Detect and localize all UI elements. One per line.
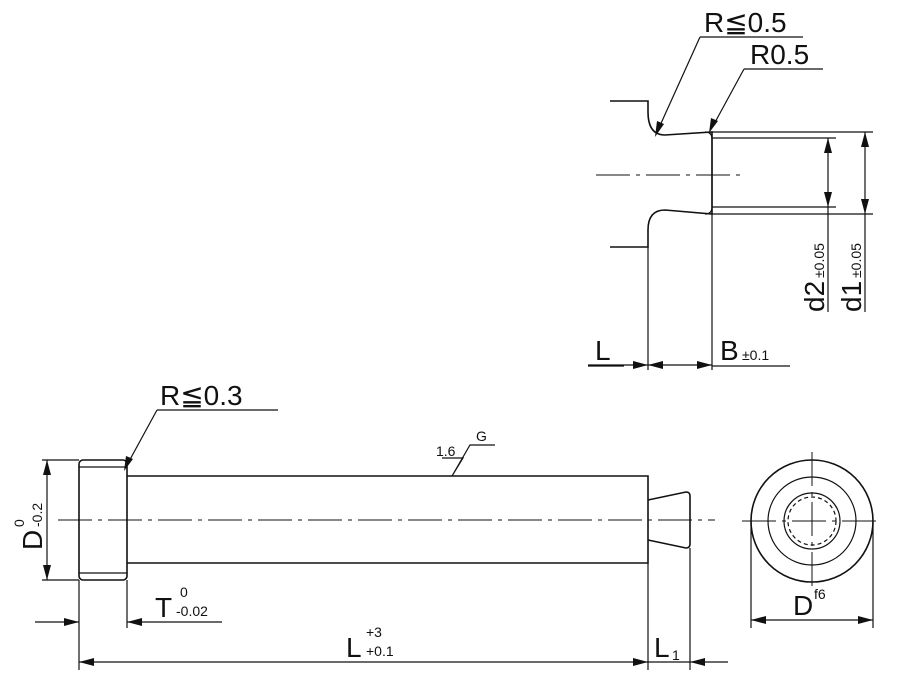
- Df6-tolerance-class: f6: [814, 586, 826, 602]
- r-le-03-arrow: [124, 456, 133, 471]
- detail-d1-label: d1: [836, 281, 867, 312]
- L-arrow-right: [633, 658, 648, 666]
- Df6-arrow-right: [858, 616, 873, 624]
- r-le-03-leader-diag: [126, 409, 158, 466]
- r-le-03-label: R≦0.3: [160, 380, 243, 411]
- tip-detail-view: L B ±0.1 d2 ±0.05 d1 ±0.05 R≦0.5 R0.5: [588, 7, 873, 370]
- r05-arrow: [709, 118, 718, 133]
- roughness-symbol: [442, 444, 495, 477]
- L-tolerance-upper: +3: [366, 624, 382, 640]
- detail-d2-arrow-top: [824, 138, 832, 153]
- D-arrow-bottom: [43, 565, 51, 580]
- L1-label: L: [654, 632, 670, 663]
- D-label: D: [17, 530, 48, 550]
- detail-B-label: B: [720, 335, 739, 366]
- detail-L-arrow: [633, 361, 648, 369]
- T-arrow-left: [64, 618, 79, 626]
- detail-tip-round: [704, 131, 713, 215]
- D-arrow-top: [43, 460, 51, 475]
- detail-d2-tolerance: ±0.05: [811, 243, 827, 278]
- L-arrow-left: [79, 658, 94, 666]
- roughness-mark: G: [476, 428, 487, 444]
- end-view: D f6: [742, 452, 882, 628]
- Df6-arrow-left: [751, 616, 766, 624]
- L1-arrow: [690, 658, 705, 666]
- r-le-05-leader-diag: [657, 36, 701, 131]
- r-le-05-label: R≦0.5: [704, 7, 787, 38]
- detail-d2-label: d2: [799, 281, 830, 312]
- detail-d1-arrow-top: [861, 132, 869, 147]
- main-side-view: R≦0.3 1.6 G D 0 -0.2 T 0 -0.02 L +3 +0.1: [11, 380, 728, 670]
- T-label: T: [155, 592, 172, 623]
- detail-B-tolerance: ±0.1: [742, 347, 769, 363]
- detail-L-label: L: [595, 335, 611, 366]
- L1-subscript: 1: [672, 647, 680, 663]
- D-tolerance-upper: 0: [11, 519, 27, 527]
- r05-leader-diag: [712, 68, 745, 127]
- T-tolerance-lower: -0.02: [176, 603, 208, 619]
- D-tolerance-lower: -0.2: [29, 503, 45, 527]
- detail-B-arrow-left: [648, 361, 663, 369]
- roughness-value: 1.6: [436, 443, 456, 459]
- T-tolerance-upper: 0: [180, 584, 188, 600]
- L-tolerance-lower: +0.1: [366, 643, 394, 659]
- r05-label: R0.5: [750, 39, 809, 70]
- r-le-05-arrow: [655, 121, 664, 137]
- Df6-label: D: [793, 590, 813, 621]
- detail-d1-tolerance: ±0.05: [848, 243, 864, 278]
- detail-B-arrow-right: [697, 361, 712, 369]
- T-arrow-right: [127, 618, 142, 626]
- detail-d2-arrow-bottom: [824, 192, 832, 207]
- L-label: L: [346, 632, 362, 663]
- detail-d1-arrow-bottom: [861, 199, 869, 214]
